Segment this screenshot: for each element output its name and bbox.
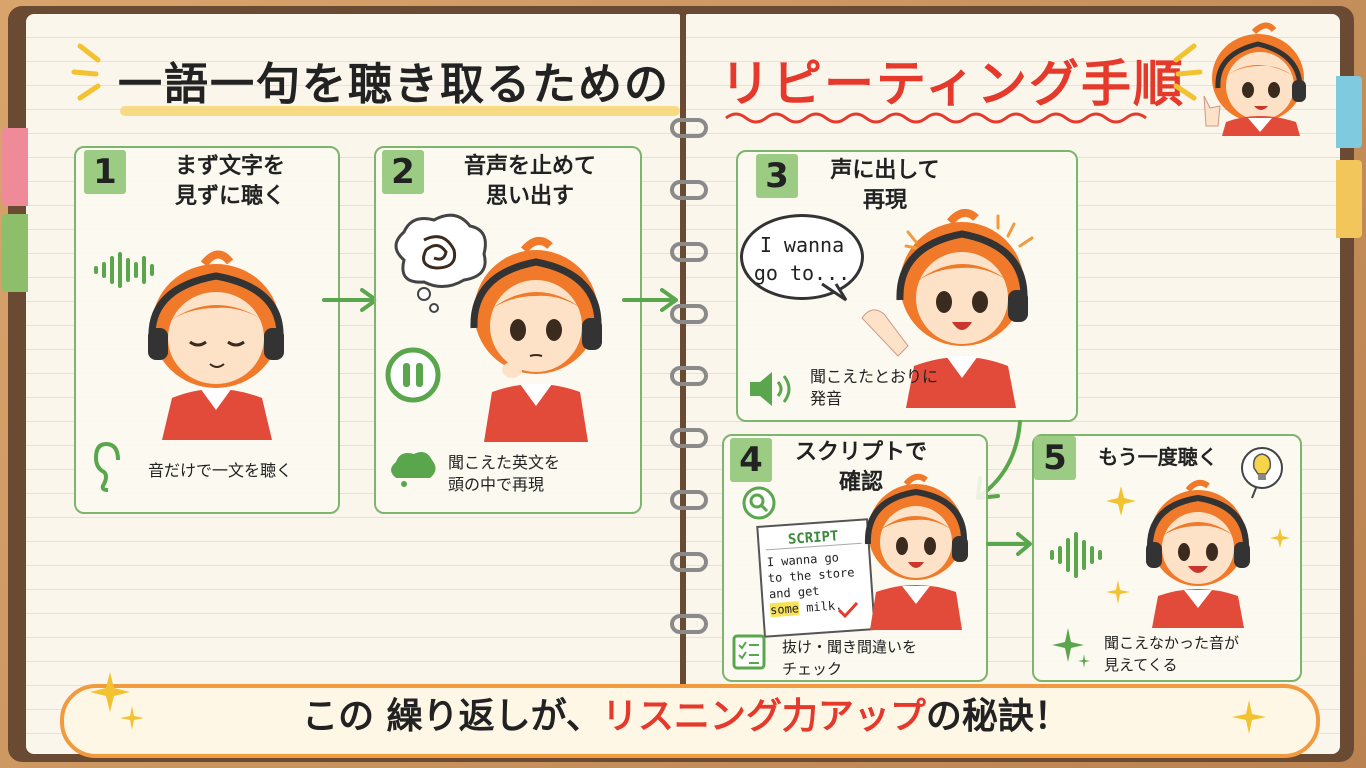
step-1-girl-listening [148, 250, 284, 440]
check-mark-icon [837, 601, 859, 619]
step-4-title: スクリプトで確認 [794, 440, 927, 495]
magnifier-icon[interactable] [742, 486, 776, 520]
tab-yellow[interactable] [1336, 160, 1362, 238]
sparkle-lines-right-icon [1173, 43, 1203, 101]
step-4-girl-holding-script [864, 473, 968, 630]
footer-part-1: この 繰り返しが、 [302, 696, 602, 737]
step-1-caption: 音だけで一文を聴く [148, 461, 293, 480]
footer-banner [60, 684, 1320, 758]
footer-message: この 繰り返しが、リスニング力アップの秘訣！ [60, 684, 1312, 750]
step-5-caption: 聞こえなかった音が見えてくる [1104, 634, 1240, 674]
wavy-underline [725, 112, 1147, 124]
step-3-caption: 聞こえたとおりに発音 [810, 367, 939, 408]
mascot-girl-pointing [1203, 22, 1306, 136]
checklist-icon [732, 634, 766, 670]
step-3-title: 声に出して再現 [830, 158, 940, 213]
step-5-title: もう一度聴く [1098, 445, 1218, 469]
script-highlight: some [769, 601, 800, 618]
cloud-icon [391, 452, 436, 487]
sparkle-icon-3 [1270, 528, 1290, 548]
sparkle-lines-icon [71, 43, 101, 101]
sparkle-green-icon [1052, 628, 1090, 668]
sparkle-icon [1106, 486, 1136, 516]
thought-cloud-icon [394, 213, 487, 313]
sound-wave-icon-2 [1050, 532, 1102, 578]
tab-pink[interactable] [2, 128, 28, 206]
step-2-caption: 聞こえた英文を頭の中で再現 [448, 453, 561, 494]
sound-wave-icon [94, 252, 154, 288]
spiral-binding [664, 100, 708, 660]
sparkle-footer-left-icon [90, 672, 144, 730]
title-highlight [120, 106, 680, 116]
step-5-girl-happy [1146, 479, 1250, 628]
arrow-1-to-2 [322, 288, 378, 312]
tab-blue[interactable] [1336, 76, 1362, 148]
emphasis-marks-icon [904, 230, 918, 250]
ear-icon [93, 441, 120, 492]
step-2-number: 2 [382, 150, 424, 194]
page-title-red: リピーティング手順 [720, 55, 1185, 113]
step-4-number: 4 [730, 438, 772, 482]
script-header: SCRIPT [764, 526, 862, 551]
page-title-black: 一語一句を聴き取るための [118, 59, 670, 110]
pause-icon[interactable] [384, 346, 442, 404]
step-2-girl-thinking [470, 236, 602, 442]
tab-green[interactable] [2, 214, 28, 292]
sparkle-icon-2 [1106, 580, 1130, 604]
step-3-girl-speaking [861, 208, 1034, 408]
step-1-title: まず文字を見ずに聴く [174, 154, 285, 209]
arrow-4-to-5 [986, 532, 1032, 556]
sparkle-footer-right-icon [1232, 700, 1266, 734]
footer-part-3: の秘訣！ [925, 696, 1070, 737]
speech-bubble-tail [821, 282, 848, 302]
arrow-2-to-3 [622, 288, 678, 312]
step-5-number: 5 [1034, 436, 1076, 480]
speaker-icon[interactable] [746, 370, 796, 408]
step-2-title: 音声を止めて思い出す [463, 154, 596, 209]
step-3-number: 3 [756, 154, 798, 198]
lightbulb-icon [1241, 447, 1283, 499]
step-1-number: 1 [84, 150, 126, 194]
step-4-caption: 抜け・聞き間違いをチェック [782, 638, 918, 678]
footer-part-2: リスニング力アップ [601, 696, 926, 737]
